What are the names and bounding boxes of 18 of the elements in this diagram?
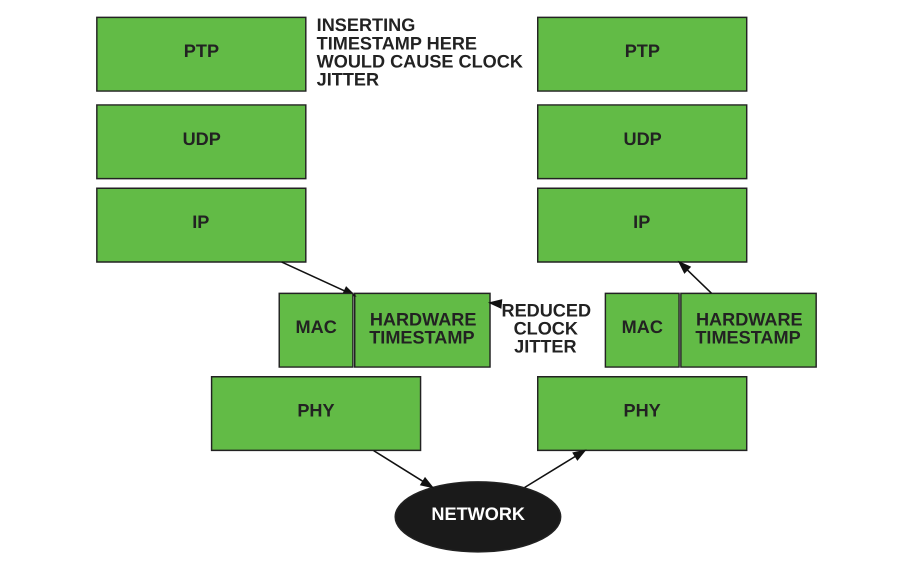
node-box: PHY <box>210 376 421 452</box>
node-box: PTP <box>536 16 747 92</box>
arrow <box>677 260 712 294</box>
node-box: UDP <box>96 104 306 180</box>
node-box: PHY <box>536 376 747 452</box>
node-text: REDUCED CLOCK JITTER <box>500 300 591 357</box>
node-box: MAC <box>604 292 680 368</box>
label: INSERTING TIMESTAMP HERE WOULD CAUSE CLOCK JITTER <box>316 15 522 90</box>
node-box: MAC <box>278 292 354 368</box>
arrow <box>524 449 586 488</box>
arrow <box>372 450 434 488</box>
node-box: UDP <box>536 104 747 180</box>
node-box: IP <box>536 188 747 263</box>
node-box: HARDWARE TIMESTAMP <box>680 292 816 368</box>
arrow <box>487 299 502 309</box>
node-box: PTP <box>96 16 306 92</box>
node-ellipse: NETWORK <box>394 481 561 553</box>
node-box: IP <box>96 188 306 263</box>
